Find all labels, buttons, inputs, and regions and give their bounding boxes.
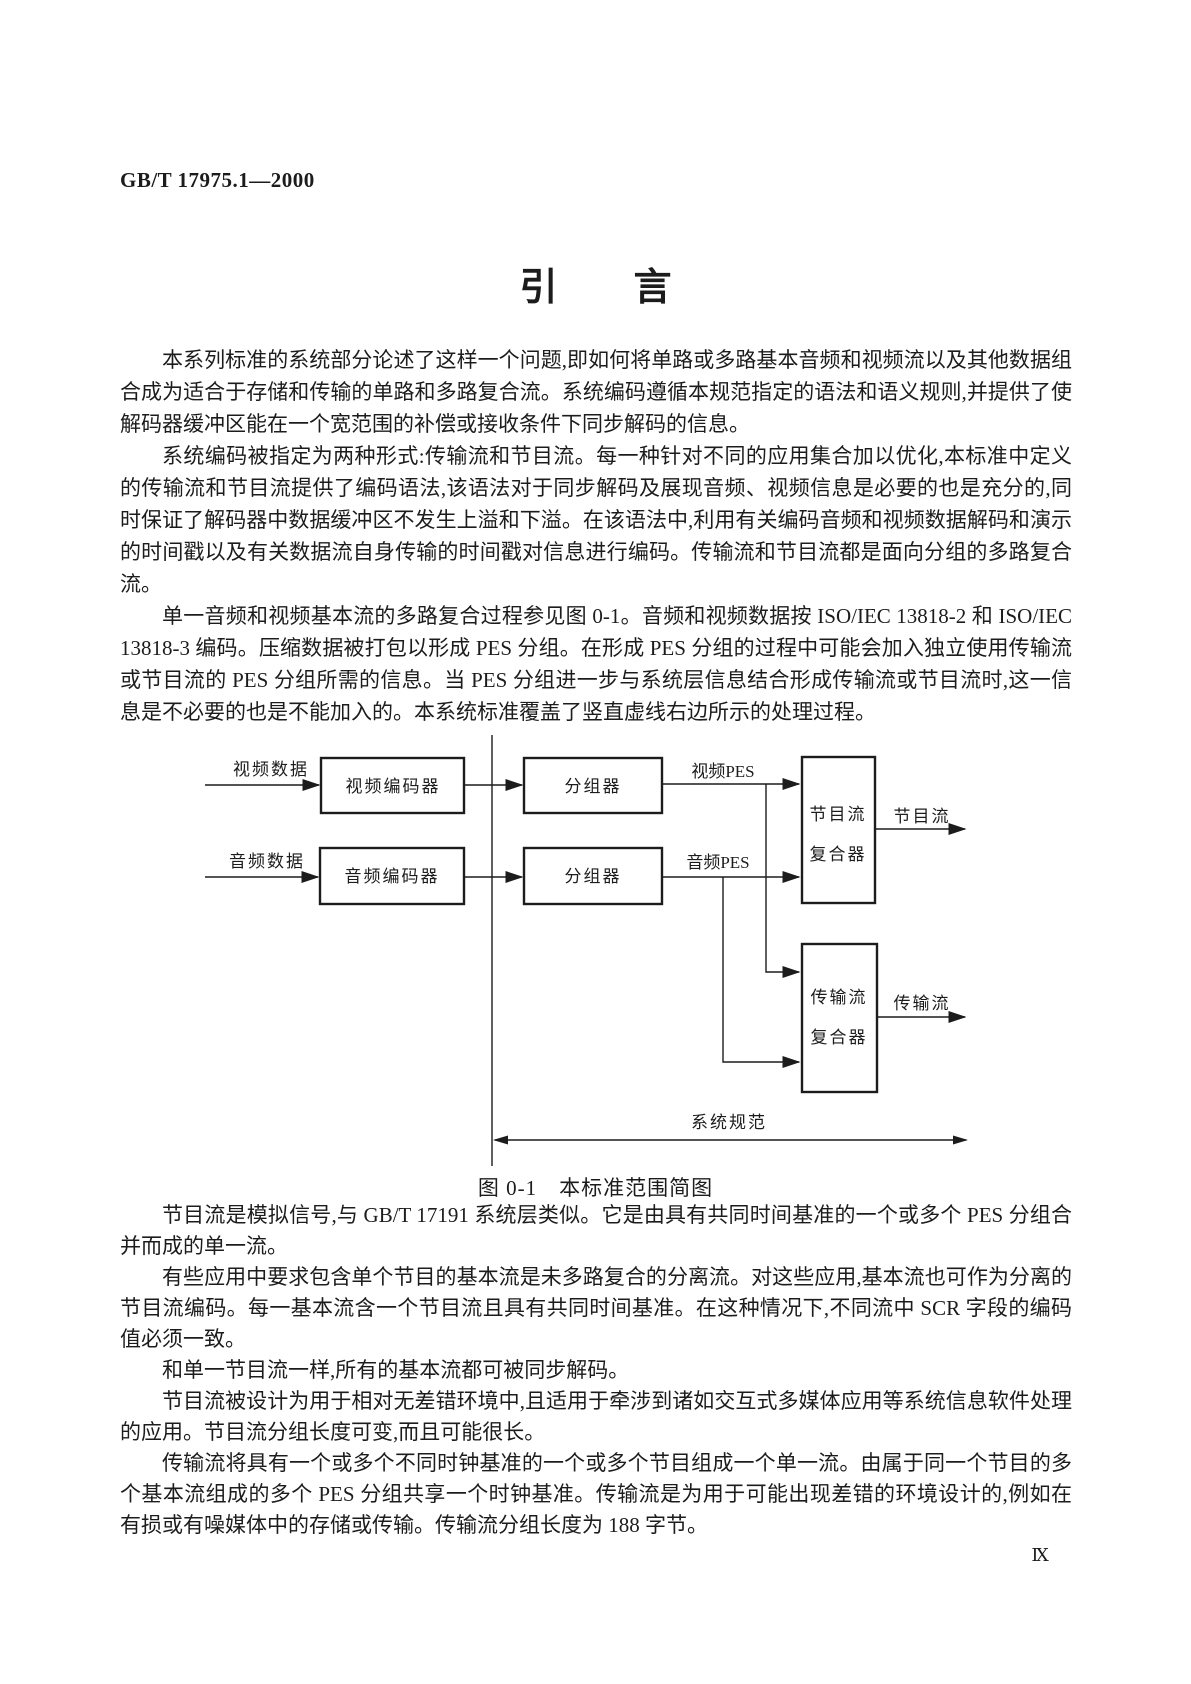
- audio-encoder-box: [318, 846, 466, 906]
- page-title: 引 言: [519, 267, 672, 309]
- transport-stream-mux-box: [800, 942, 879, 1094]
- intro-paragraph-1: 本系列标准的系统部分论述了这样一个问题,即如何将单路或多路基本音频和视频流以及其…: [120, 348, 1072, 436]
- program-stream-mux-box: [800, 755, 877, 905]
- video-packetizer-label: 分组器: [565, 777, 622, 796]
- transport-stream-mux-label-line2: 复合器: [811, 1028, 868, 1047]
- standard-number: GB/T 17975.1—2000: [120, 168, 315, 192]
- audio-pes-to-ts-mux-connector: [722, 877, 801, 1069]
- figure-0-1-diagram: 视频数据 视频编码器 分组器 视频PES 音频数据 音频编码器 分组器 音频PE…: [205, 735, 968, 1166]
- audio-packetizer-label: 分组器: [565, 867, 622, 886]
- video-pes-to-ts-mux-connector: [765, 784, 801, 979]
- page-number: Ⅸ: [1031, 1545, 1049, 1565]
- figure-caption: 图 0-1 本标准范围简图: [477, 1176, 714, 1200]
- audio-data-label: 音频数据: [229, 852, 305, 871]
- video-packetizer-box: [522, 756, 664, 815]
- body-paragraph-2: 有些应用中要求包含单个节目的基本流是未多路复合的分离流。对这些应用,基本流也可作…: [120, 1265, 1072, 1351]
- intro-text: 本系列标准的系统部分论述了这样一个问题,即如何将单路或多路基本音频和视频流以及其…: [120, 344, 1072, 728]
- intro-paragraph-3: 单一音频和视频基本流的多路复合过程参见图 0-1。音频和视频数据按 ISO/IE…: [120, 604, 1072, 724]
- transport-stream-output-label: 传输流: [894, 994, 951, 1013]
- intro-paragraph-2: 系统编码被指定为两种形式:传输流和节目流。每一种针对不同的应用集合加以优化,本标…: [120, 444, 1072, 596]
- video-encoder-label: 视频编码器: [346, 777, 441, 796]
- body-paragraph-5: 传输流将具有一个或多个不同时钟基准的一个或多个节目组成一个单一流。由属于同一个节…: [120, 1451, 1072, 1537]
- system-spec-label: 系统规范: [691, 1113, 767, 1132]
- video-pes-label: 视频PES: [691, 762, 754, 781]
- body-paragraph-4: 节目流被设计为用于相对无差错环境中,且适用于牵涉到诸如交互式多媒体应用等系统信息…: [120, 1389, 1072, 1444]
- body-paragraph-1: 节目流是模拟信号,与 GB/T 17191 系统层类似。它是由具有共同时间基准的…: [120, 1203, 1072, 1258]
- program-stream-mux-label-line2: 复合器: [810, 845, 867, 864]
- system-spec-right-arrowhead: [953, 1135, 968, 1145]
- body-paragraph-3: 和单一节目流一样,所有的基本流都可被同步解码。: [162, 1358, 630, 1382]
- system-spec-left-arrowhead: [493, 1135, 508, 1145]
- transport-stream-mux-label-line1: 传输流: [811, 988, 868, 1007]
- audio-packetizer-box: [522, 846, 664, 906]
- program-stream-output-label: 节目流: [894, 807, 951, 826]
- video-data-label: 视频数据: [233, 760, 309, 779]
- audio-encoder-label: 音频编码器: [345, 867, 440, 886]
- audio-pes-label: 音频PES: [686, 853, 749, 872]
- program-stream-mux-label-line1: 节目流: [810, 805, 867, 824]
- body-text: 节目流是模拟信号,与 GB/T 17191 系统层类似。它是由具有共同时间基准的…: [120, 1200, 1072, 1541]
